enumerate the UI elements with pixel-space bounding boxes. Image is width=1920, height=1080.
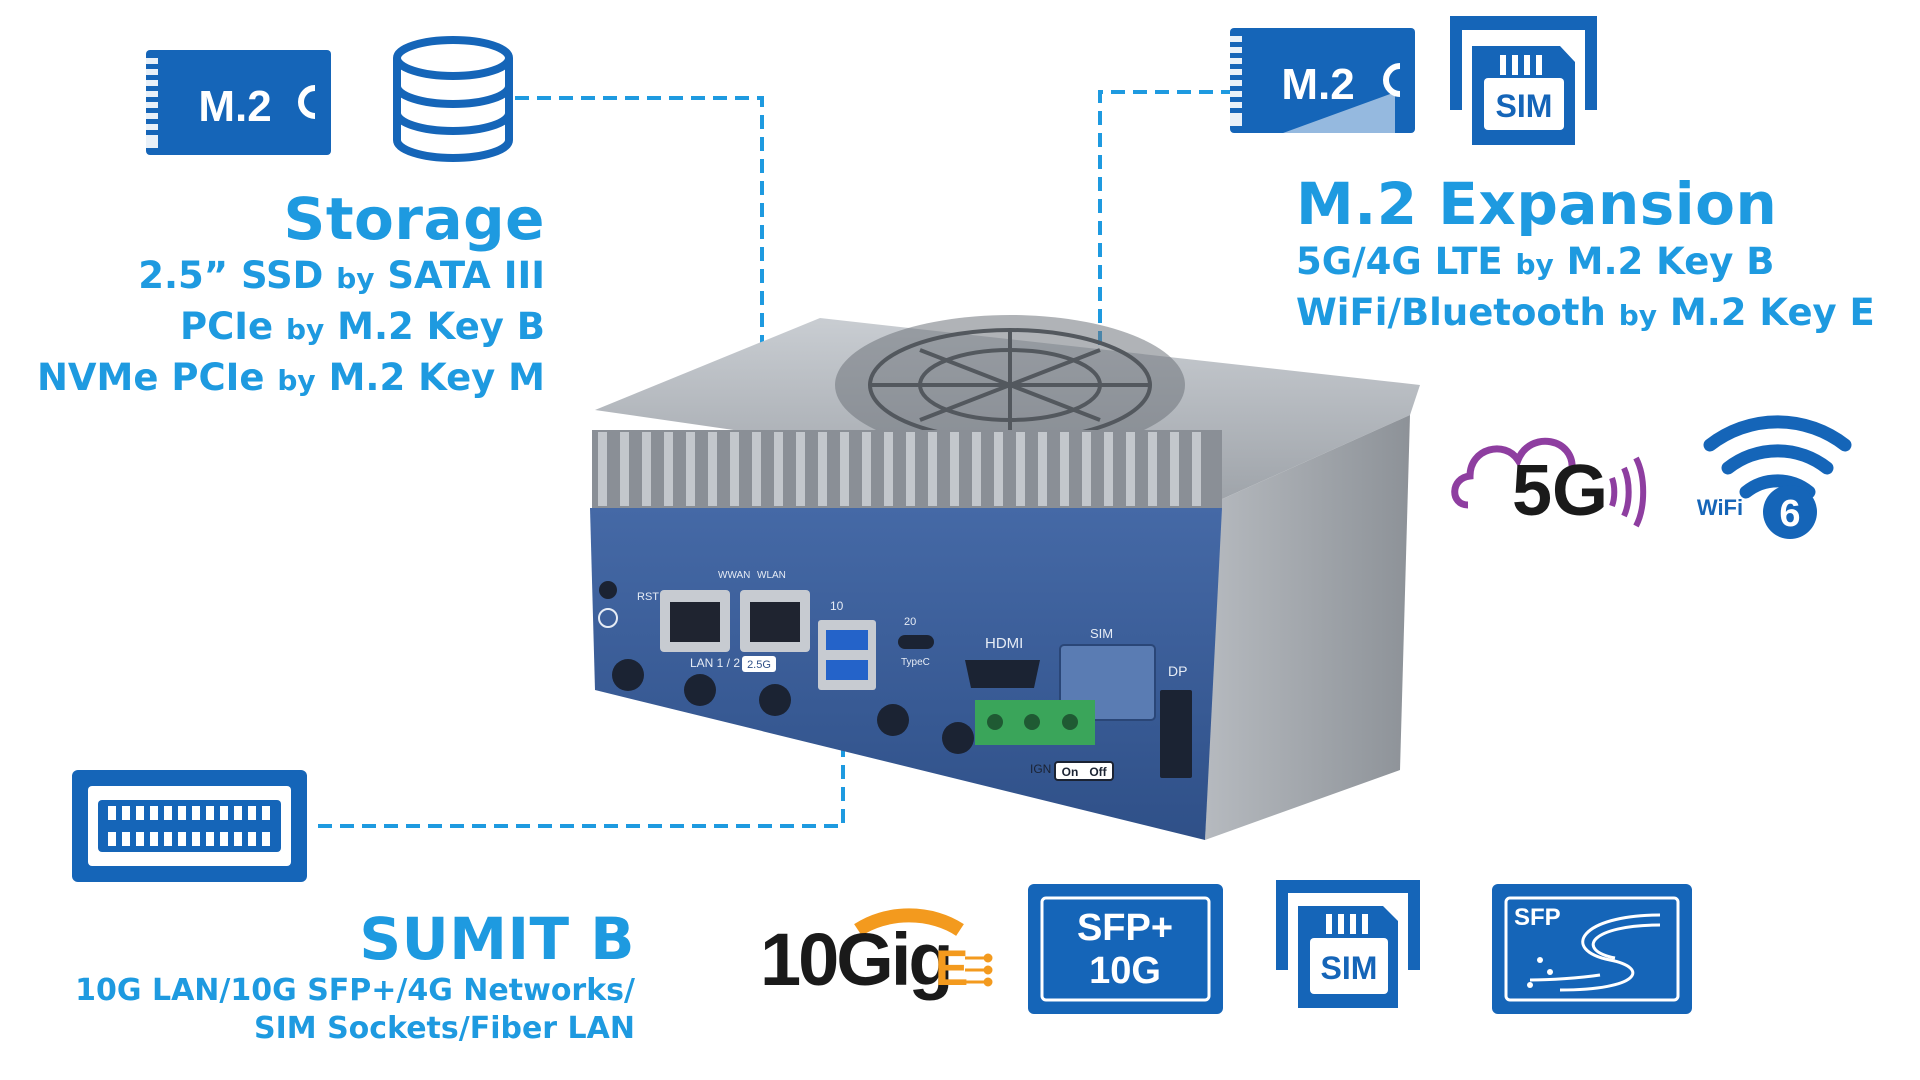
typec-label: TypeC	[901, 657, 930, 668]
sim-tray-label: SIM	[1090, 626, 1113, 641]
lan-speed-label: 2.5G	[747, 659, 771, 671]
storage-m2-text: M.2	[198, 82, 271, 131]
storage-spec-list: 2.5” SSD by SATA III PCIe by M.2 Key B N…	[37, 252, 545, 405]
embedded-pc-device: RST WWAN WLAN LAN 1 / 2 2.5G 10 20 TypeC…	[590, 92, 1420, 840]
wifi6-icon: WiFi 6	[1697, 415, 1852, 539]
usb-c-speed-label: 20	[904, 616, 916, 628]
hdmi-label: HDMI	[985, 635, 1023, 652]
wifi-text: WiFi	[1697, 495, 1743, 520]
storage-title: Storage	[283, 185, 545, 253]
heatsink-fins	[598, 432, 1201, 506]
off-label: Off	[1089, 765, 1107, 779]
sumit-spec-line: 10G LAN/10G SFP+/4G Networks/	[75, 973, 635, 1008]
10gige-e-text: E	[935, 940, 968, 996]
wlan-label: WLAN	[757, 570, 786, 581]
sfp-plus-line2: 10G	[1089, 950, 1161, 992]
5g-icon: 5G	[1451, 437, 1647, 531]
storage-spec-line: 2.5” SSD by SATA III	[138, 254, 545, 297]
sim-icon-text: SIM	[1496, 88, 1553, 124]
sumit-spec-list: 10G LAN/10G SFP+/4G Networks/ SIM Socket…	[75, 972, 635, 1048]
sim-card-text: SIM	[1321, 950, 1378, 986]
expansion-spec-line: 5G/4G LTE by M.2 Key B	[1296, 240, 1775, 283]
sumit-connector-icon	[72, 770, 307, 882]
m2-card-icon: M.2	[146, 50, 331, 155]
sim-slot-icon: SIM	[1450, 16, 1597, 145]
dp-label: DP	[1168, 663, 1187, 679]
on-label: On	[1062, 765, 1079, 779]
sfp-fiber-icon: SFP	[1492, 884, 1692, 1014]
10gig-text: 10Gig	[760, 918, 951, 1001]
10gige-logo: 10Gig E	[760, 908, 993, 1001]
sim-card-icon: SIM	[1276, 880, 1420, 1008]
wwan-label: WWAN	[718, 570, 750, 581]
expansion-spec-list: 5G/4G LTE by M.2 Key B WiFi/Bluetooth by…	[1296, 238, 1875, 340]
5g-text: 5G	[1512, 451, 1608, 531]
wifi-version: 6	[1779, 493, 1800, 535]
sumit-spec-line: SIM Sockets/Fiber LAN	[254, 1011, 635, 1046]
storage-spec-line: PCIe by M.2 Key B	[179, 305, 545, 348]
lan-label: LAN 1 / 2	[690, 656, 740, 670]
expansion-m2-text: M.2	[1281, 60, 1354, 109]
database-icon	[393, 36, 513, 162]
sumit-title: SUMIT B	[359, 905, 635, 973]
expansion-spec-line: WiFi/Bluetooth by M.2 Key E	[1296, 291, 1875, 334]
storage-spec-line: NVMe PCIe by M.2 Key M	[36, 356, 545, 399]
rst-label: RST	[637, 591, 659, 603]
sfp-plus-module-icon: SFP+ 10G	[1028, 884, 1223, 1014]
lan-ports	[660, 590, 810, 652]
sfp-text: SFP	[1514, 904, 1561, 931]
sfp-plus-line1: SFP+	[1077, 907, 1173, 949]
expansion-title: M.2 Expansion	[1296, 170, 1778, 238]
ign-label: IGN	[1030, 762, 1051, 776]
usb-a-label: 10	[830, 599, 844, 613]
